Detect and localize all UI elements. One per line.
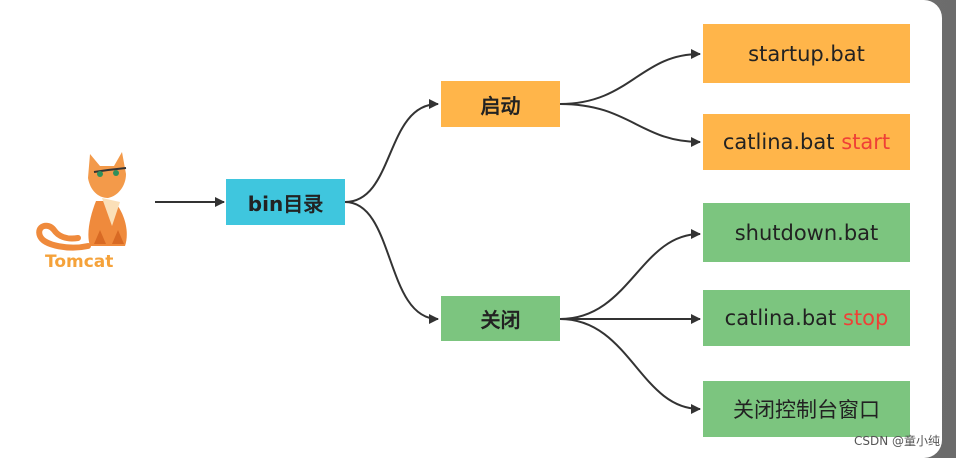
catlina-stop-command: stop (842, 306, 889, 330)
arrow-start-to-catlina-start (559, 103, 701, 147)
tomcat-logo-icon (36, 152, 127, 251)
catlina-stop-prefix: catlina.bat (724, 306, 837, 330)
catlina-start-node: catlina.bat start (703, 114, 910, 170)
stop-node: 关闭 (441, 296, 560, 341)
arrow-start-to-startup (559, 49, 701, 105)
arrow-bin-to-stop (344, 201, 439, 324)
bin-directory-label: bin目录 (247, 191, 324, 216)
stop-label: 关闭 (480, 308, 521, 332)
startup-bat-label: startup.bat (748, 41, 865, 66)
close-console-label: 关闭控制台窗口 (733, 398, 880, 422)
start-node: 启动 (441, 81, 560, 127)
close-console-node: 关闭控制台窗口 (703, 381, 910, 437)
catlina-start-prefix: catlina.bat (722, 130, 835, 154)
catlina-start-command: start (841, 130, 891, 154)
start-label: 启动 (480, 93, 521, 118)
watermark: CSDN @童小纯 (853, 434, 940, 448)
shutdown-bat-node: shutdown.bat (703, 203, 910, 262)
catlina-stop-node: catlina.bat stop (703, 290, 910, 346)
startup-bat-node: startup.bat (703, 24, 910, 83)
tomcat-label: Tomcat (45, 252, 114, 272)
shutdown-bat-label: shutdown.bat (734, 220, 879, 245)
arrow-stop-to-shutdown (559, 229, 701, 320)
arrow-bin-to-start (344, 99, 439, 203)
arrow-stop-to-close-console (559, 318, 701, 414)
bin-directory-node: bin目录 (226, 179, 345, 225)
